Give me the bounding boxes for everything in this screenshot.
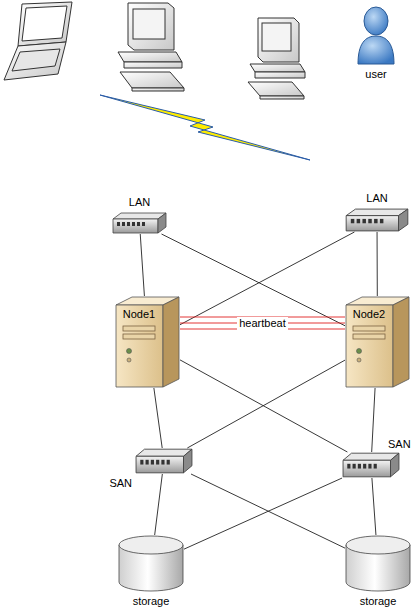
connector xyxy=(154,388,162,448)
connector xyxy=(155,474,163,535)
connector xyxy=(180,232,354,325)
connector xyxy=(372,478,376,535)
node-label: user xyxy=(365,68,386,81)
connector xyxy=(187,360,345,448)
user-icon xyxy=(355,4,397,66)
node-label: Node2 xyxy=(353,308,385,321)
switch-shape xyxy=(135,448,193,474)
node-label: LAN xyxy=(129,196,150,209)
node-label: LAN xyxy=(366,192,387,205)
connector xyxy=(180,317,345,329)
node-label: SAN xyxy=(388,438,411,451)
edge-label: heartbeat xyxy=(237,317,287,330)
server-node: Node1 xyxy=(115,296,180,388)
switch-shape xyxy=(345,208,409,232)
connector xyxy=(180,360,347,452)
node-label: storage xyxy=(360,595,397,608)
node-label: Node1 xyxy=(123,308,155,321)
san-switch: SAN xyxy=(342,452,400,478)
connector xyxy=(372,388,375,452)
node-label: SAN xyxy=(109,477,132,490)
server-node: Node2 xyxy=(345,296,410,388)
storage-node: storage xyxy=(345,535,411,593)
desktop-icon xyxy=(118,3,184,91)
connector xyxy=(162,234,346,326)
desktop-icon xyxy=(248,18,305,99)
connector xyxy=(377,232,378,296)
lan-switch: LAN xyxy=(345,208,409,232)
storage-cylinder xyxy=(345,535,411,593)
san-switch: SAN xyxy=(135,448,193,474)
wireless-link xyxy=(100,95,310,160)
user-node: user xyxy=(355,4,397,66)
connector xyxy=(184,478,342,549)
node-label: storage xyxy=(133,595,170,608)
connector xyxy=(140,234,144,296)
switch-shape xyxy=(342,452,400,478)
storage-cylinder xyxy=(118,535,184,593)
lan-switch: LAN xyxy=(112,212,167,234)
switch-shape xyxy=(112,212,167,234)
laptop-icon xyxy=(4,2,72,80)
storage-node: storage xyxy=(118,535,184,593)
